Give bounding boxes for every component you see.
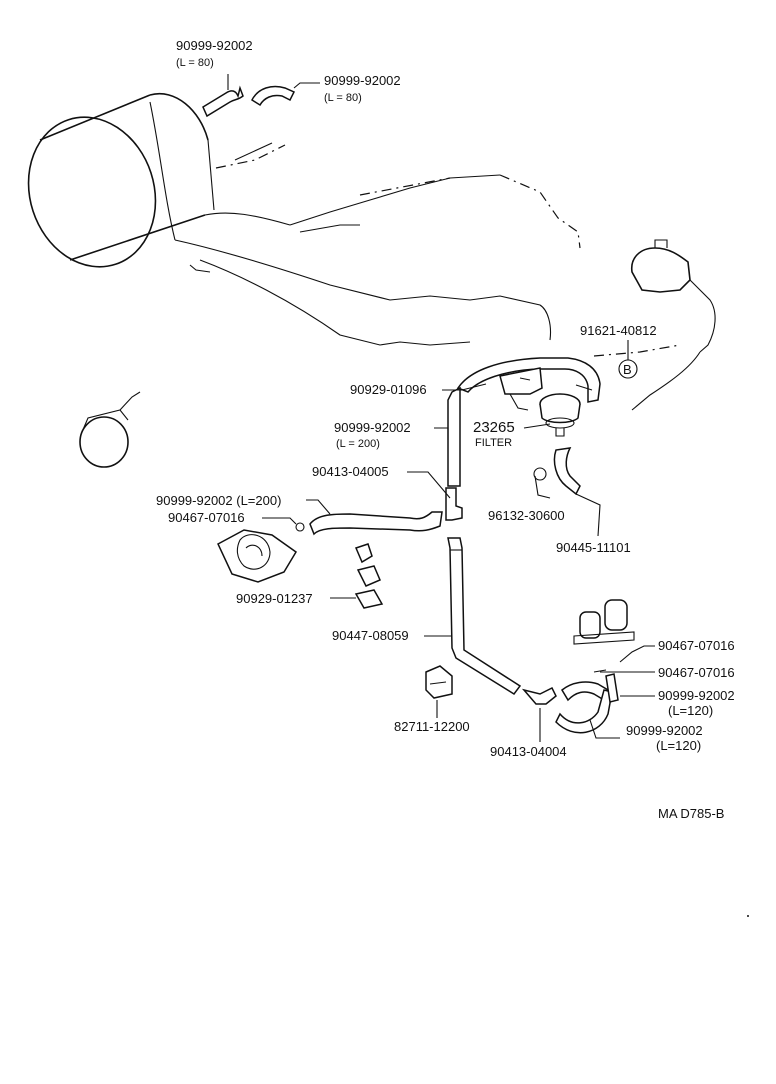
label-hose-r1-len: (L=120) <box>668 703 713 718</box>
label-clamp-r2: 90467-07016 <box>658 665 735 680</box>
vsv-valves <box>573 599 635 645</box>
scan-speck <box>747 915 749 917</box>
label-hose-vertical: 90999-92002 <box>334 420 411 435</box>
label-clamp-r1: 90467-07016 <box>658 638 735 653</box>
label-drawing-code: MA D785-B <box>658 806 724 821</box>
grommet <box>425 665 453 699</box>
upper-tube-assembly <box>456 357 601 411</box>
part-labels: 90999-92002 (L = 80) 90999-92002 (L = 80… <box>156 38 735 821</box>
label-hose-top-left-len: (L = 80) <box>176 57 214 69</box>
label-hose-long: 90447-08059 <box>332 628 409 643</box>
hose-clamp-bracket <box>354 543 384 609</box>
hose-long <box>447 537 522 695</box>
intake-right-outline <box>593 239 716 411</box>
label-hose-top-left: 90999-92002 <box>176 38 253 53</box>
joint-lower <box>521 686 557 705</box>
reference-marker-b: B <box>618 359 638 379</box>
label-hose-r1: 90999-92002 <box>658 688 735 703</box>
label-hose-vertical-len: (L = 200) <box>336 438 380 450</box>
label-hose-top-right: 90999-92002 <box>324 73 401 88</box>
marker-letter: B <box>623 362 632 377</box>
small-cap-part <box>79 391 141 468</box>
label-joint-lower: 90413-04004 <box>490 744 567 759</box>
hose-right-curved <box>533 447 581 496</box>
joint-upper <box>445 487 463 521</box>
leader-lines <box>227 74 655 742</box>
label-clip-right: 96132-30600 <box>488 508 565 523</box>
vacuum-filter <box>539 393 581 437</box>
air-cleaner-housing <box>27 92 581 346</box>
label-filter-part: 23265 <box>473 419 515 436</box>
label-hose-upper: 90929-01096 <box>350 382 427 397</box>
hose-top-pair <box>202 85 296 118</box>
label-filter-word: FILTER <box>475 437 512 449</box>
label-hose-top-right-len: (L = 80) <box>324 92 362 104</box>
label-hose-right: 90445-11101 <box>556 540 631 555</box>
label-hose-side: 90999-92002 (L=200) <box>156 493 281 508</box>
hose-lower-right <box>555 669 619 734</box>
label-clamp-bracket: 90929-01237 <box>236 591 313 606</box>
label-marker-part: 91621-40812 <box>580 323 657 338</box>
boot-bracket <box>217 529 298 583</box>
label-clamp-left: 90467-07016 <box>168 510 245 525</box>
hose-vertical-upper <box>447 386 461 487</box>
label-hose-r2-len: (L=120) <box>656 738 701 753</box>
label-joint-upper: 90413-04005 <box>312 464 389 479</box>
label-hose-r2: 90999-92002 <box>626 723 703 738</box>
label-grommet: 82711-12200 <box>394 719 470 734</box>
hose-side <box>295 511 443 536</box>
